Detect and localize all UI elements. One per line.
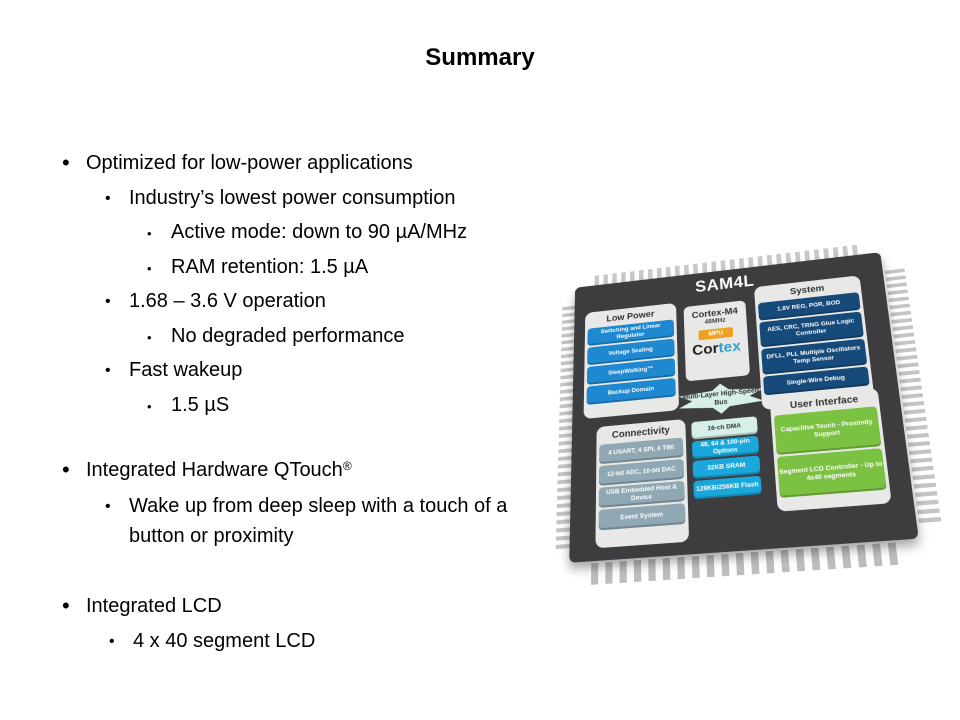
block: Segment LCD Controller - Up to 4x40 segm…: [777, 448, 887, 498]
bullet-text: Integrated LCD: [86, 595, 222, 617]
bullet-text: Fast wakeup: [129, 359, 242, 381]
bullet-icon: •: [109, 630, 115, 654]
mpu-block: MPU: [698, 327, 733, 340]
bullet-icon: •: [105, 492, 111, 522]
bullet-icon: •: [147, 222, 152, 246]
flash-block: 128KB/256KB Flash: [693, 476, 762, 500]
bullet-item: • 4 x 40 segment LCD: [133, 629, 315, 653]
connectivity-panel: Connectivity 4 USART, 4 SPI, 4 TWI 12-bi…: [595, 419, 689, 548]
block: Capacitive Touch - Proximity Support: [774, 406, 882, 455]
memory-stack: 16-ch DMA 48, 64 & 100-pin Options 32KB …: [691, 416, 762, 501]
user-interface-panel: User Interface Capacitive Touch - Proxim…: [770, 388, 892, 512]
bullet-item: • No degraded performance: [171, 324, 404, 348]
bullet-item: • 1.68 – 3.6 V operation: [129, 289, 326, 313]
bullet-icon: •: [105, 187, 111, 211]
bullet-text: Integrated Hardware QTouch: [86, 459, 343, 481]
bullet-item: • Industry’s lowest power consumption: [129, 186, 455, 210]
bullet-item: • Wake up from deep sleep with a touch o…: [129, 491, 549, 551]
bullet-text: Optimized for low-power applications: [86, 152, 413, 174]
bullet-text: RAM retention: 1.5 µA: [171, 256, 368, 278]
bullet-text: 1.68 – 3.6 V operation: [129, 290, 326, 312]
sam4l-chip-diagram: SAM4L Low Power Switching and Linear Reg…: [548, 235, 918, 575]
bullet-item: • Active mode: down to 90 µA/MHz: [171, 220, 467, 244]
cortex-logo: Cortex: [685, 338, 749, 361]
low-power-panel: Low Power Switching and Linear Regulator…: [584, 303, 680, 419]
bullet-text: No degraded performance: [171, 325, 404, 347]
bullet-icon: •: [62, 594, 70, 618]
chip-body: SAM4L Low Power Switching and Linear Reg…: [569, 252, 919, 563]
bullet-text: 4 x 40 segment LCD: [133, 630, 315, 652]
bullet-item: • Integrated LCD: [86, 594, 222, 618]
slide-title: Summary: [0, 44, 960, 72]
bullet-icon: •: [147, 395, 152, 419]
cortex-m4-block: Cortex-M4 48MHz MPU Cortex: [684, 300, 751, 381]
bullet-item: • Integrated Hardware QTouch®: [86, 458, 352, 482]
bullet-text: Active mode: down to 90 µA/MHz: [171, 221, 467, 243]
bullet-icon: •: [105, 290, 111, 314]
bullet-icon: •: [105, 359, 111, 383]
bullet-text: 1.5 µS: [171, 394, 229, 416]
high-speed-bus: Multi-Layer High-Speed Bus: [678, 380, 764, 418]
bullet-icon: •: [62, 151, 70, 175]
registered-mark: ®: [343, 459, 352, 473]
bullet-text: Industry’s lowest power consumption: [129, 187, 455, 209]
bullet-item: • RAM retention: 1.5 µA: [171, 255, 368, 279]
bullet-icon: •: [147, 326, 152, 350]
bullet-item: • Optimized for low-power applications: [86, 151, 413, 175]
bullet-item: • Fast wakeup: [129, 358, 242, 382]
bullet-text: Wake up from deep sleep with a touch of …: [129, 495, 507, 547]
bullet-icon: •: [147, 257, 152, 281]
block: Event System: [599, 503, 686, 530]
bullet-icon: •: [62, 458, 70, 482]
bullet-item: • 1.5 µS: [171, 393, 229, 417]
